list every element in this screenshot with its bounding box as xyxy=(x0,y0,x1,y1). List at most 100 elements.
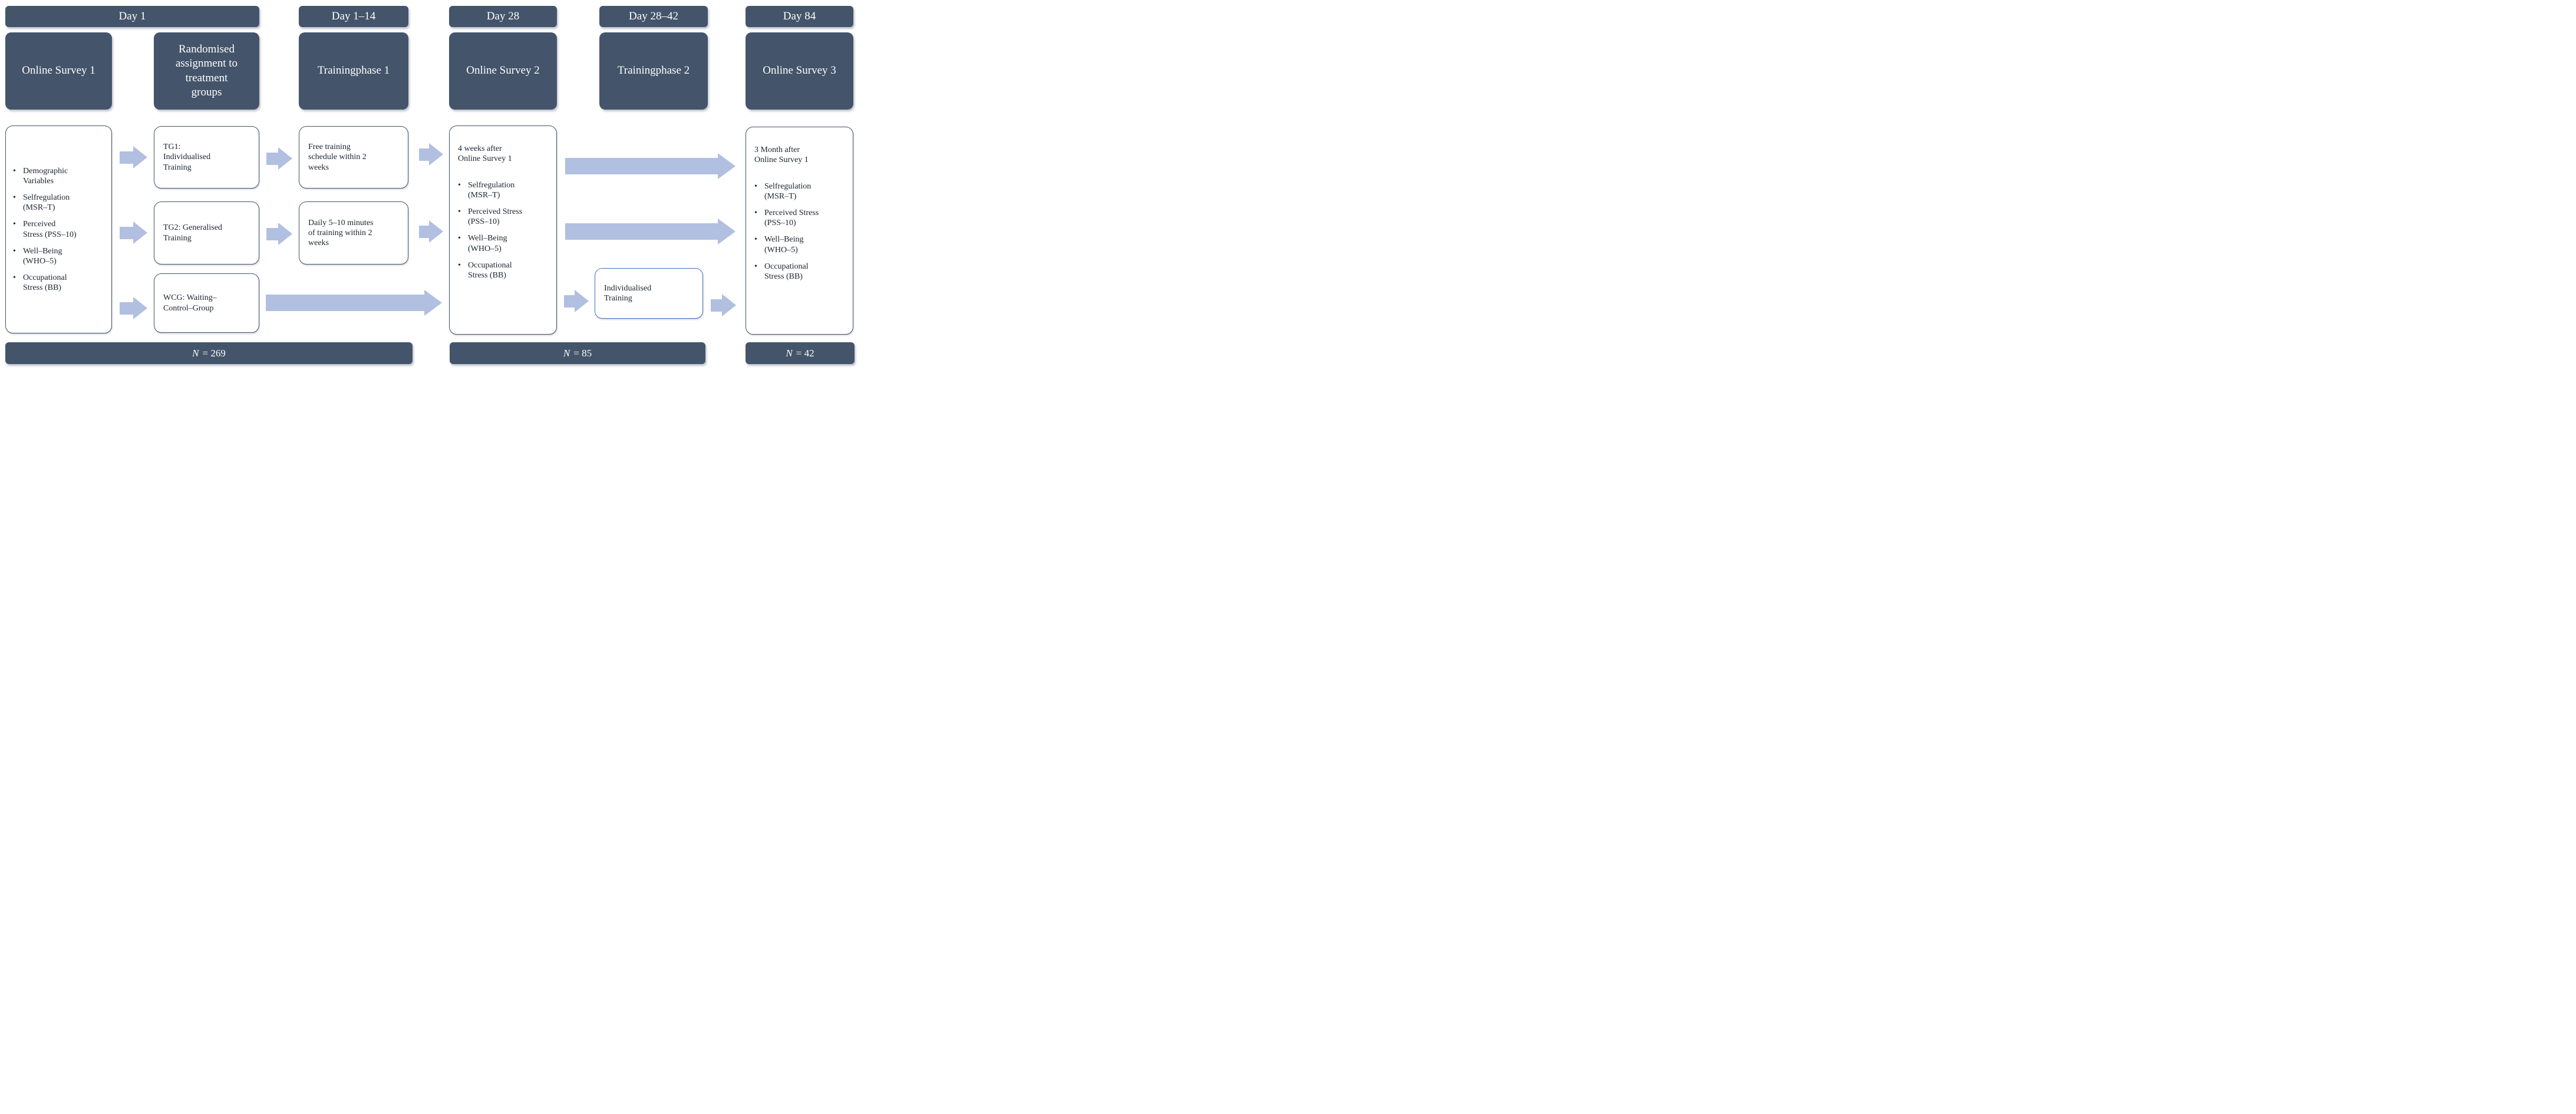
arrow-right-icon xyxy=(565,218,735,244)
timeline-badge-day-28-42: Day 28–42 xyxy=(599,6,708,27)
list-item: • Selfregulation (MSR–T) xyxy=(458,180,552,200)
measure-label: Well–Being (WHO–5) xyxy=(764,235,804,254)
n-symbol: N xyxy=(563,347,570,359)
survey-heading: 3 Month after Online Survey 1 xyxy=(754,146,809,165)
training-note: Free training schedule within 2 weeks xyxy=(308,143,367,172)
bullet-icon: • xyxy=(458,181,461,190)
stage-title: Online Survey 1 xyxy=(22,64,95,77)
sample-size-bar-n42: N= 42 xyxy=(746,342,855,364)
survey-heading: 4 weeks after Online Survey 1 xyxy=(458,144,512,164)
arrow-right-icon xyxy=(120,222,147,244)
measure-label: Demographic Variables xyxy=(23,167,68,186)
timeline-label: Day 1 xyxy=(118,10,146,22)
list-item: • Selfregulation (MSR–T) xyxy=(13,193,107,213)
measure-label: Occupational Stress (BB) xyxy=(23,273,67,292)
n-symbol: N xyxy=(192,347,199,359)
list-item: •Occupational Stress (BB) xyxy=(754,262,848,282)
arrow-right-icon xyxy=(564,290,589,312)
arrow-right-icon xyxy=(266,289,442,316)
n-symbol: N xyxy=(786,347,793,359)
bullet-icon: • xyxy=(13,273,16,282)
list-item: • Perceived Stress (PSS–10) xyxy=(458,207,552,227)
list-item: • Occupational Stress (BB) xyxy=(13,273,107,293)
group-wcg-box: WCG: Waiting– Control–Group xyxy=(154,273,259,333)
timeline-label: Day 84 xyxy=(783,10,816,22)
training2-individualised-box: Individualised Training xyxy=(595,268,703,319)
timeline-label: Day 28 xyxy=(486,10,520,22)
survey2-bullet-list: • Selfregulation (MSR–T) • Perceived Stres… xyxy=(458,180,552,280)
bullet-icon: • xyxy=(13,193,16,203)
stage-title: Trainingphase 1 xyxy=(317,64,390,77)
arrow-right-icon xyxy=(266,147,292,170)
measure-label: Well–Being (WHO–5) xyxy=(23,246,62,266)
measure-label: Selfregulation (MSR–T) xyxy=(23,193,70,213)
stage-online-survey-1: Online Survey 1 xyxy=(5,32,112,110)
timeline-label: Day 28–42 xyxy=(629,10,678,22)
training1-free-schedule-box: Free training schedule within 2 weeks xyxy=(299,126,408,189)
bullet-icon: • xyxy=(13,220,16,229)
arrow-right-icon xyxy=(565,153,735,179)
stage-title: Online Survey 3 xyxy=(763,64,836,77)
bullet-icon: • xyxy=(458,207,461,217)
survey3-bullet-list: •Selfregulation (MSR–T) •Perceived Stres… xyxy=(754,181,848,282)
list-item: •Perceived Stress (PSS–10) xyxy=(754,208,848,228)
sample-size-bar-n269: N= 269 xyxy=(5,342,413,364)
sample-size-bar-n85: N= 85 xyxy=(450,342,705,364)
sample-size-label: N= 42 xyxy=(786,348,814,359)
study-flow-diagram: Day 1 Day 1–14 Day 28 Day 28–42 Day 84 O… xyxy=(0,0,859,371)
training-note: Daily 5–10 minutes of training within 2 … xyxy=(308,218,374,248)
survey2-measures-box: 4 weeks after Online Survey 1 • Selfregul… xyxy=(449,125,557,335)
sample-size-label: N= 85 xyxy=(563,348,592,359)
group-tg1-box: TG1: Individualised Training xyxy=(154,126,259,189)
measure-label: Perceived Stress (PSS–10) xyxy=(468,207,523,227)
n-value: = 42 xyxy=(796,347,814,359)
measure-label: Occupational Stress (BB) xyxy=(764,262,809,281)
timeline-badge-day-84: Day 84 xyxy=(746,6,853,27)
arrow-right-icon xyxy=(120,297,147,319)
group-label: WCG: Waiting– Control–Group xyxy=(163,293,217,313)
measure-label: Selfregulation (MSR–T) xyxy=(468,181,515,200)
group-tg2-box: TG2: Generalised Training xyxy=(154,201,259,265)
bullet-icon: • xyxy=(458,260,461,270)
bullet-icon: • xyxy=(458,234,461,243)
bullet-icon: • xyxy=(754,235,757,244)
list-item: • Occupational Stress (BB) xyxy=(458,260,552,280)
measure-label: Well–Being (WHO–5) xyxy=(468,234,507,253)
list-item: • Demographic Variables xyxy=(13,166,107,186)
arrow-right-icon xyxy=(120,146,147,168)
arrow-right-icon xyxy=(711,294,736,316)
measure-label: Selfregulation (MSR–T) xyxy=(764,182,812,201)
training-note: Individualised Training xyxy=(604,283,652,303)
stage-title: Trainingphase 2 xyxy=(617,64,690,77)
measure-label: Occupational Stress (BB) xyxy=(468,260,512,280)
bullet-icon: • xyxy=(13,246,16,256)
arrow-right-icon xyxy=(419,143,443,166)
sample-size-label: N= 269 xyxy=(192,348,226,359)
training1-daily-minutes-box: Daily 5–10 minutes of training within 2 … xyxy=(299,201,408,265)
stage-online-survey-3: Online Survey 3 xyxy=(746,32,853,110)
stage-title: Online Survey 2 xyxy=(466,64,540,77)
timeline-badge-day-1-14: Day 1–14 xyxy=(299,6,408,27)
measure-label: Perceived Stress (PSS–10) xyxy=(23,220,77,239)
list-item: • Well–Being (WHO–5) xyxy=(754,234,848,254)
list-item: • Well–Being (WHO–5) xyxy=(13,246,107,266)
group-label: TG1: Individualised Training xyxy=(163,143,211,172)
stage-online-survey-2: Online Survey 2 xyxy=(449,32,557,110)
arrow-right-icon xyxy=(266,223,292,245)
n-value: = 269 xyxy=(202,347,226,359)
bullet-icon: • xyxy=(13,167,16,176)
timeline-badge-day-1: Day 1 xyxy=(5,6,259,27)
timeline-badge-day-28: Day 28 xyxy=(449,6,557,27)
group-label: TG2: Generalised Training xyxy=(163,223,222,243)
list-item: • Selfregulation (MSR–T) xyxy=(754,181,848,201)
n-value: = 85 xyxy=(573,347,592,359)
stage-title: Randomised assignment to treatment group… xyxy=(175,42,238,98)
survey3-measures-box: 3 Month after Online Survey 1 • Selfregul… xyxy=(746,127,853,335)
stage-trainingphase-2: Trainingphase 2 xyxy=(599,32,708,110)
bullet-icon: • xyxy=(754,182,757,191)
timeline-label: Day 1–14 xyxy=(331,10,376,22)
survey1-bullet-list: • Demographic Variables • Selfregulation (… xyxy=(13,166,107,293)
survey1-measures-box: • Demographic Variables • Selfregulation (… xyxy=(5,125,112,333)
measure-label: Perceived Stress (PSS–10) xyxy=(764,209,819,228)
arrow-right-icon xyxy=(419,220,443,243)
